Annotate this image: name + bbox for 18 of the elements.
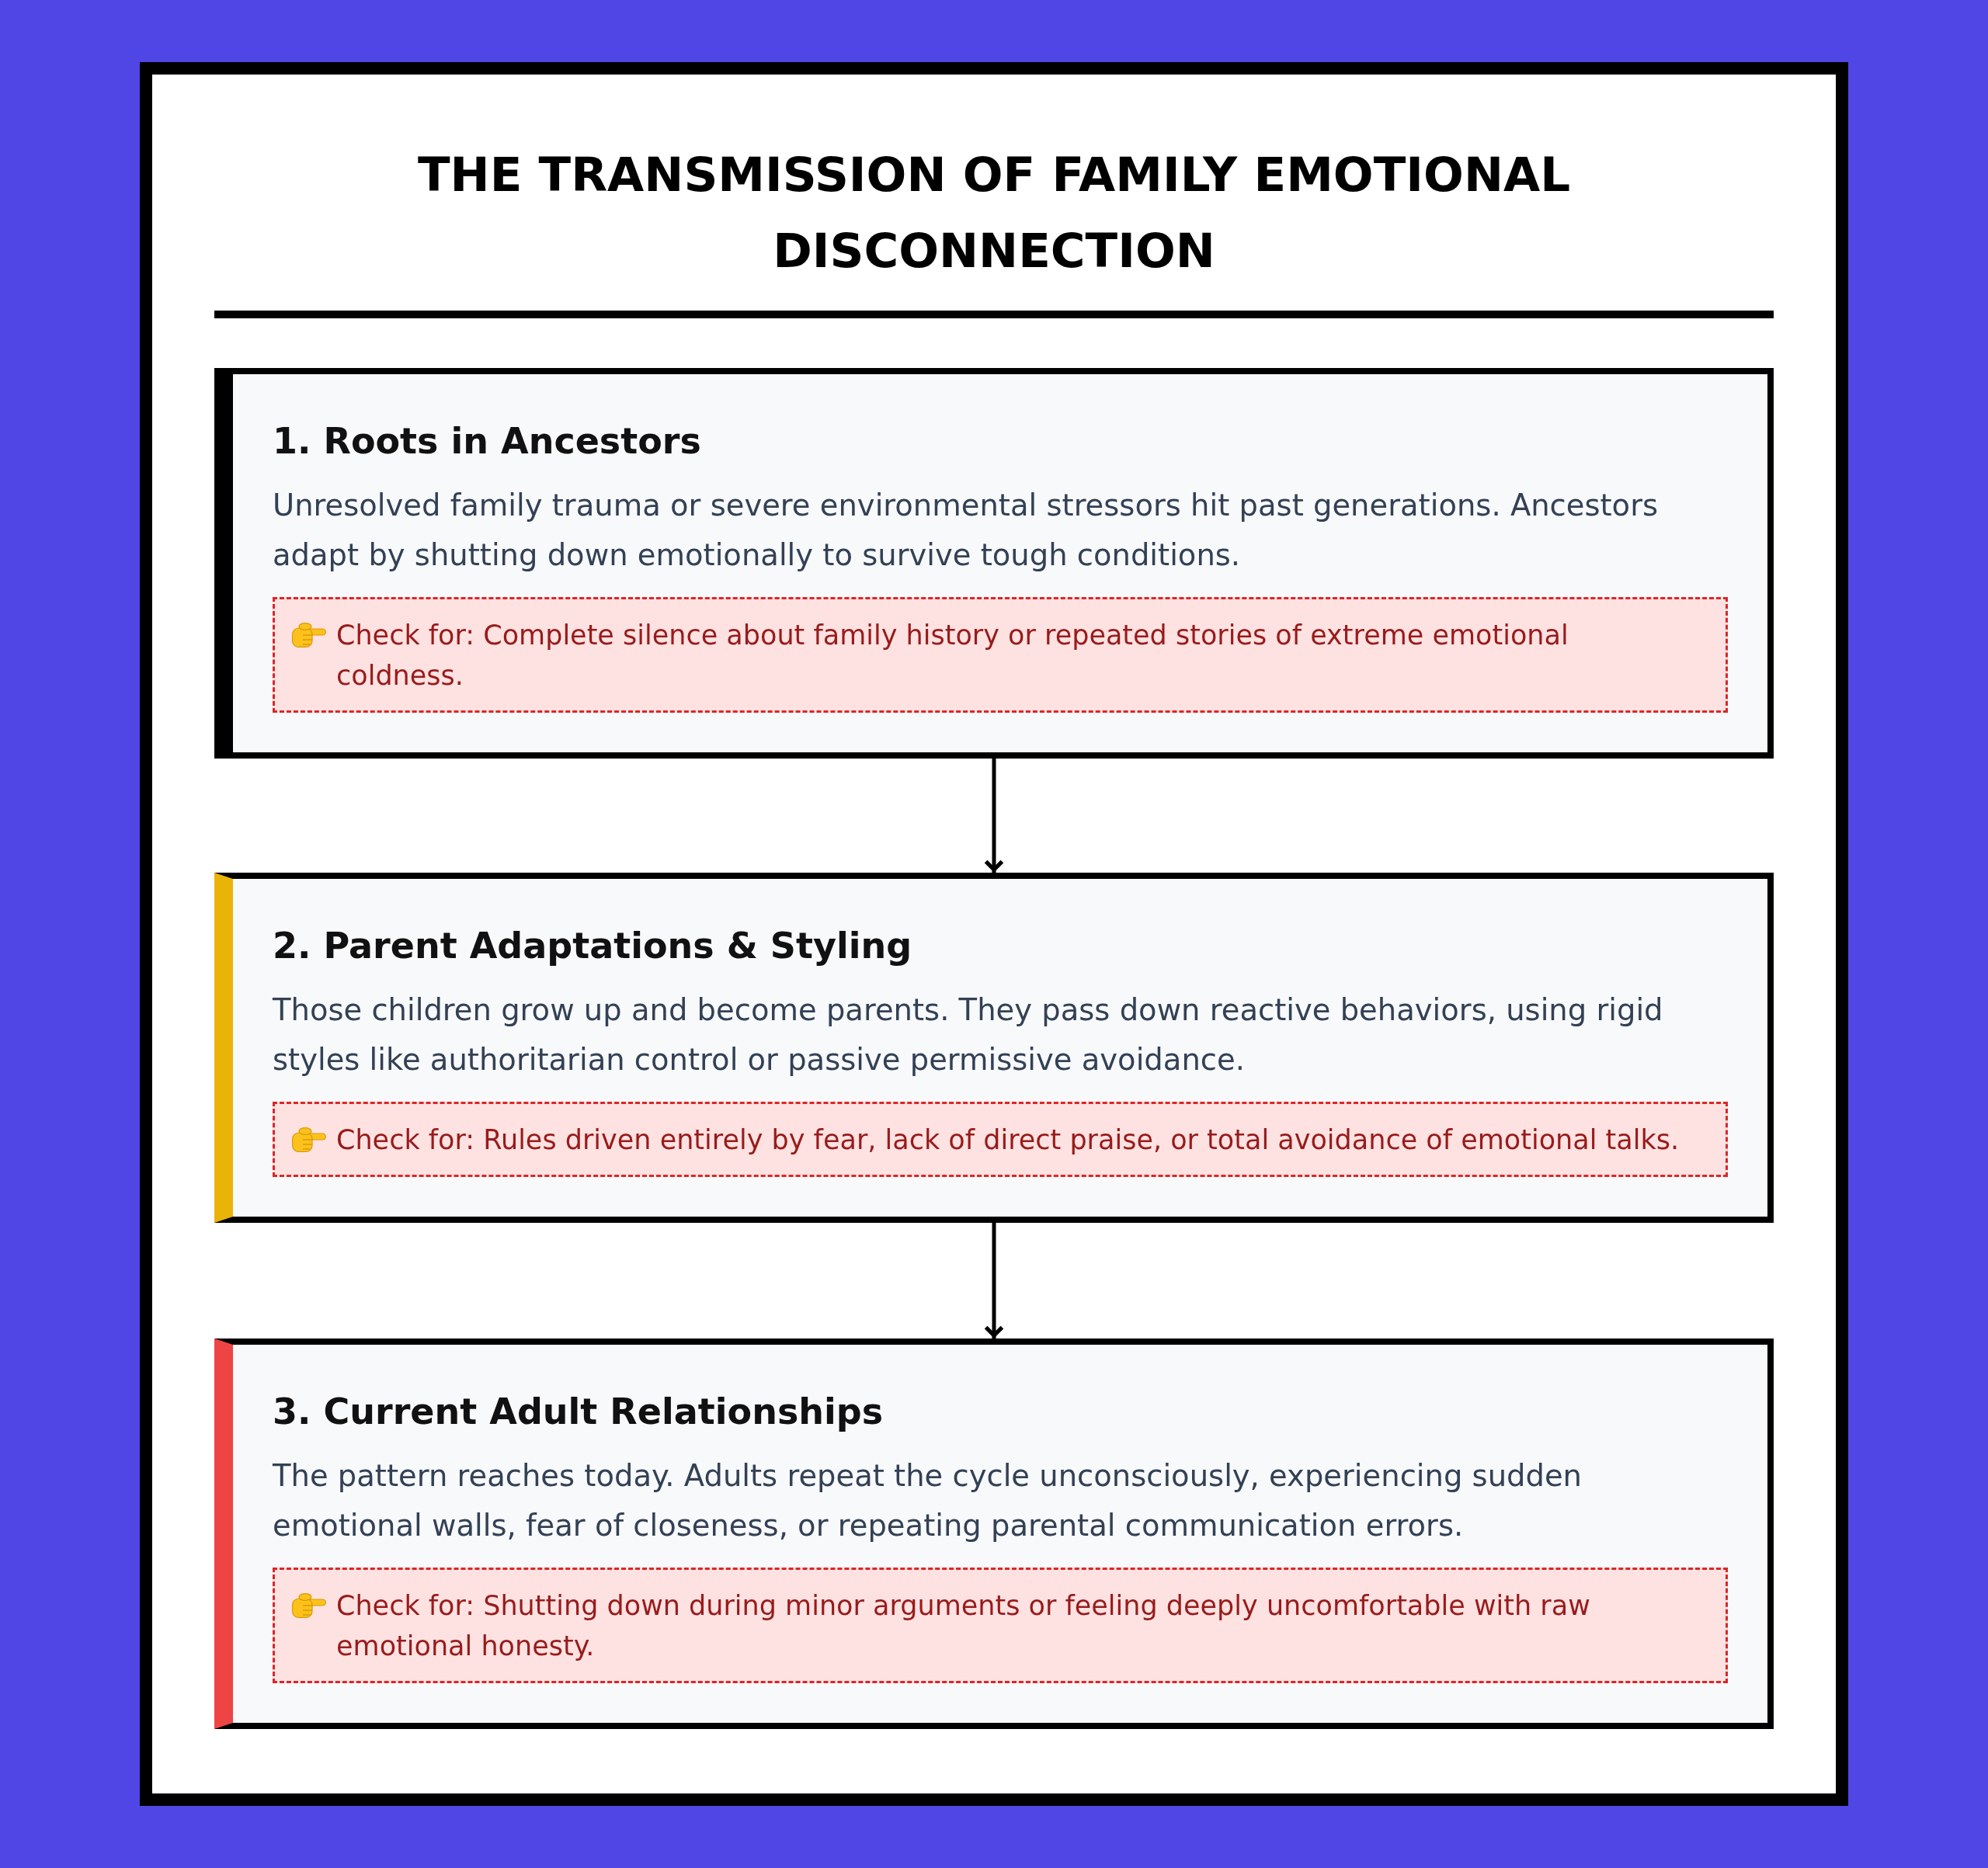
step-card [214, 368, 1774, 759]
step-heading: 3. Current Adult Relationships [273, 1390, 885, 1434]
warning-callout [273, 1102, 1728, 1177]
diagram-title: THE TRANSMISSION OF FAMILY EMOTIONAL DISCONNECTION [416, 146, 1571, 280]
step-card [214, 1339, 1774, 1729]
step-description: The pattern reaches today. Adults repeat the cycle unconsciously, experiencing sudden emotional walls, fear of closeness, or repeating parental communication errors. [273, 1457, 1583, 1544]
step-heading: 2. Parent Adaptations & Styling [273, 924, 913, 968]
arrow [984, 759, 1004, 873]
callout-text: Check for: Complete silence about family history or repeated stories of extreme emotional coldness. [336, 619, 1569, 693]
step-card [214, 873, 1774, 1223]
callout-text: Check for: Rules driven entirely by fear, lack of direct praise, or total avoidance of emotional talks. [336, 1123, 1680, 1157]
arrow [984, 1223, 1004, 1339]
warning-callout [273, 597, 1728, 713]
step-heading: 1. Roots in Ancestors [273, 419, 702, 464]
step-description: Those children grow up and become parents. They pass down reactive behaviors, using rigid styles like authoritarian control or passive permissive avoidance. [273, 991, 1664, 1078]
step-description: Unresolved family trauma or severe environmental stressors hit past generations. Ancestors adapt by shutting down emotionally to survive tough conditions. [273, 487, 1660, 574]
callout-text: Check for: Shutting down during minor arguments or feeling deeply uncomfortable with raw emotional honesty. [336, 1589, 1591, 1663]
warning-callout [273, 1568, 1728, 1683]
